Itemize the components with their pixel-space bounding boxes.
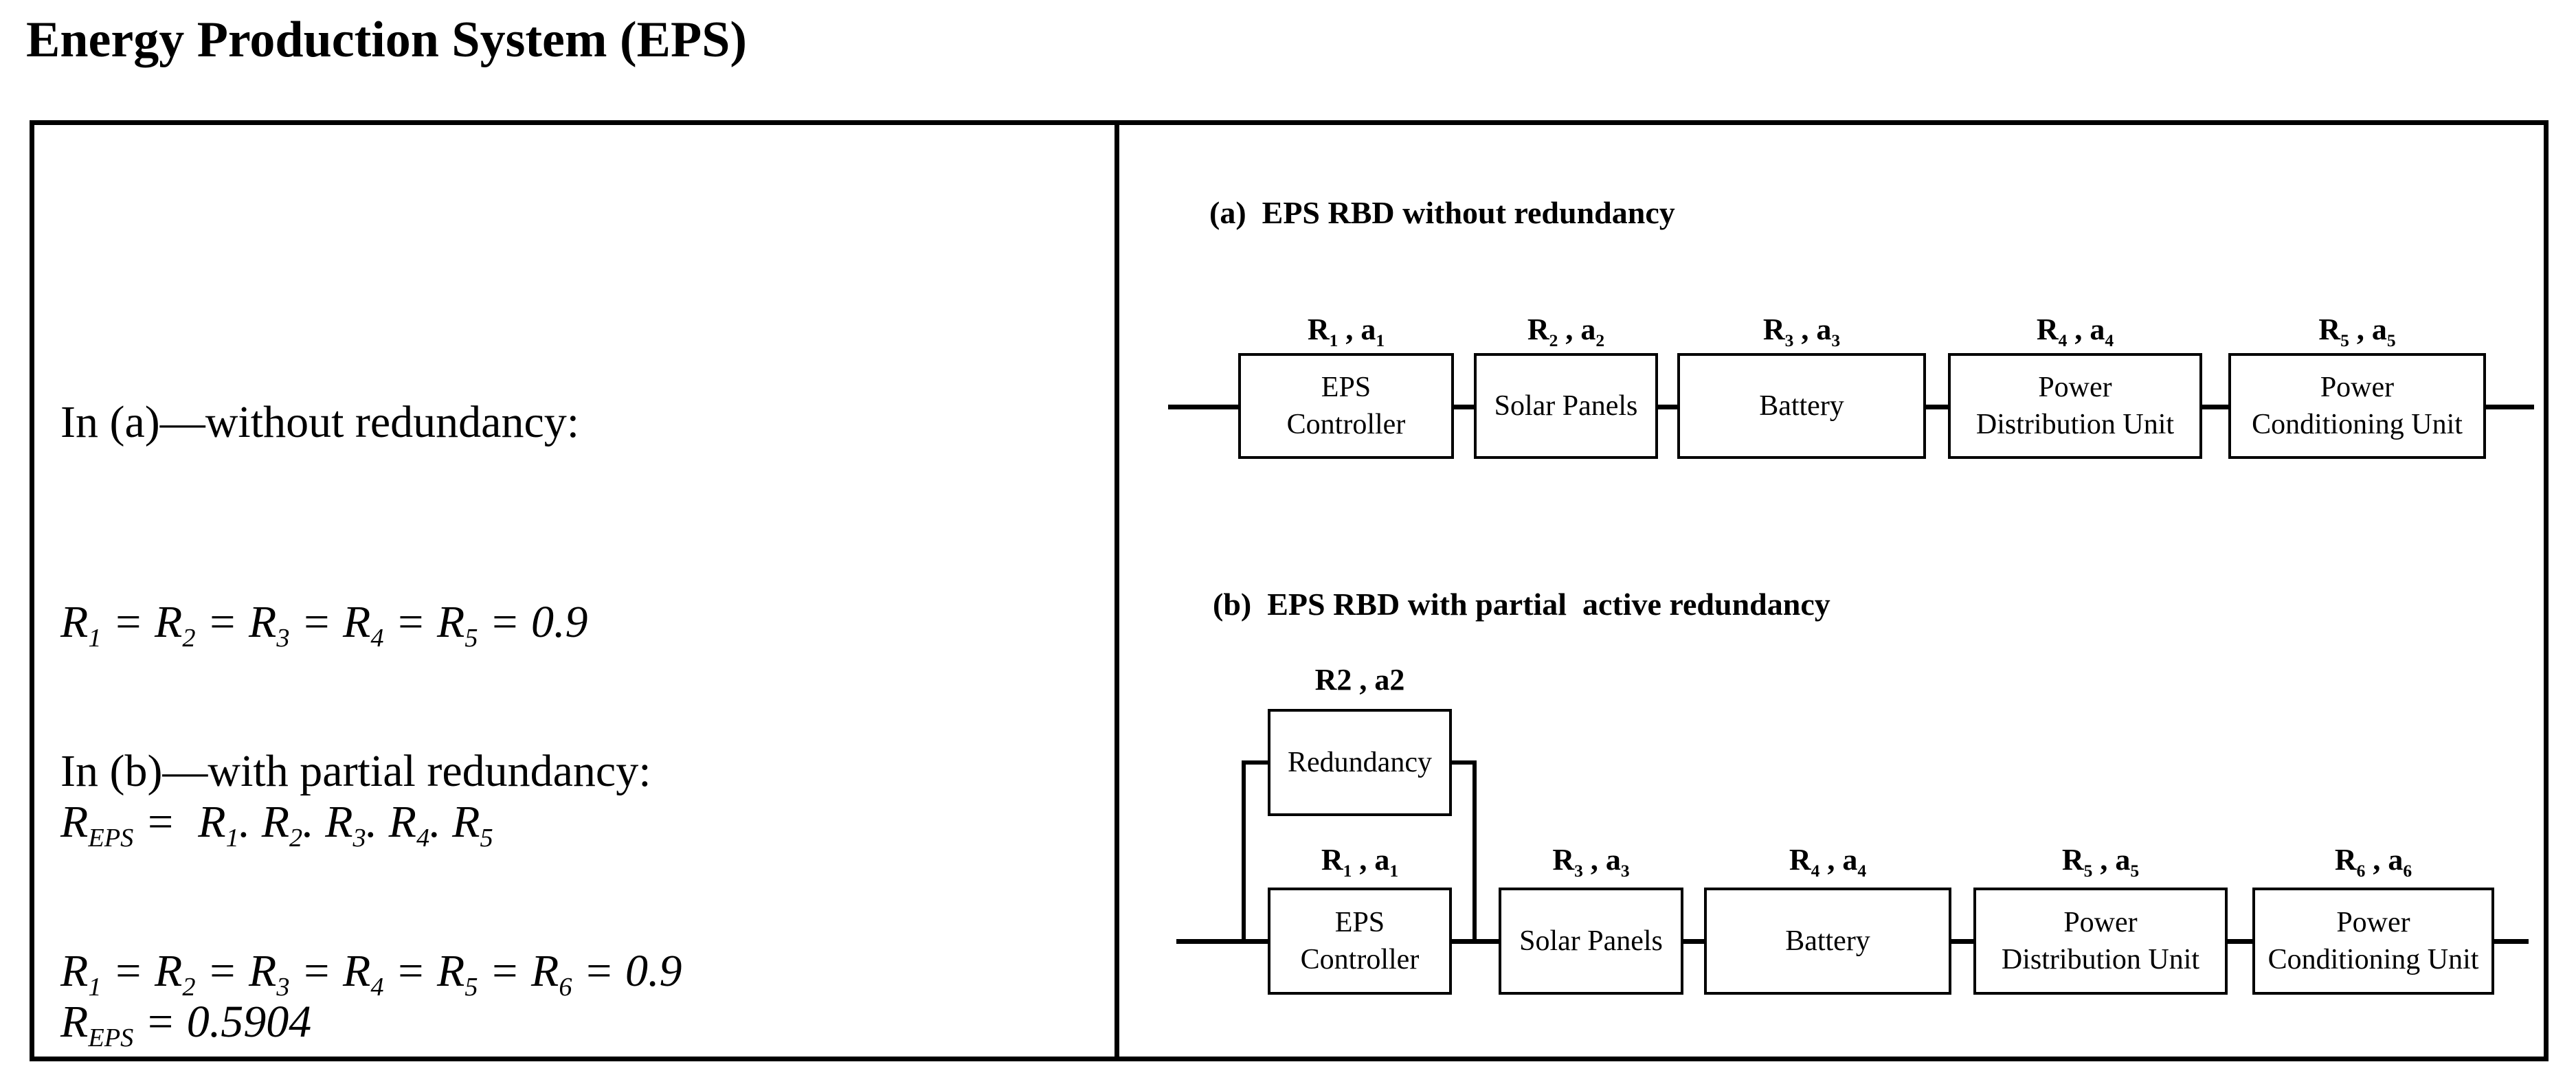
rbd-b-block-redundancy-text: Redundancy bbox=[1288, 747, 1432, 778]
rbd-a-block-solar-panels-text: Solar Panels bbox=[1494, 390, 1638, 422]
rbd-b-branch-stub-right bbox=[1450, 760, 1477, 765]
rbd-a-block-power-conditioning-unit-text: Power Conditioning Unit bbox=[2252, 372, 2463, 440]
rbd-a-block-battery-text: Battery bbox=[1759, 390, 1844, 422]
panel-divider bbox=[1115, 120, 1119, 1061]
rbd-b-block-power-conditioning-unit: Power Conditioning Unit bbox=[2252, 888, 2494, 995]
case-b-intro: In (b)—with partial redundancy: bbox=[60, 746, 651, 796]
rbd-b-block-power-distribution-unit-text: Power Distribution Unit bbox=[2001, 907, 2200, 975]
rbd-a-label-4: R4 , a4 bbox=[2036, 313, 2114, 350]
figure-title: Energy Production System (EPS) bbox=[26, 12, 748, 68]
case-a-eq1: R1 = R2 = R3 = R4 = R5 = 0.9 bbox=[60, 597, 588, 653]
rbd-b-block-eps-controller: EPS Controller bbox=[1268, 888, 1452, 995]
rbd-a-block-battery: Battery bbox=[1677, 353, 1926, 459]
rbd-b-block-redundancy: Redundancy bbox=[1268, 709, 1452, 816]
rbd-b-branch-line-left bbox=[1242, 760, 1246, 943]
rbd-a-block-power-conditioning-unit: Power Conditioning Unit bbox=[2228, 353, 2486, 459]
rbd-a-block-eps-controller: EPS Controller bbox=[1238, 353, 1454, 459]
figure-frame bbox=[30, 120, 2549, 1061]
rbd-a-block-eps-controller-text: EPS Controller bbox=[1286, 372, 1406, 440]
rbd-b-label-1: R1 , a1 bbox=[1321, 843, 1399, 881]
rbd-b-block-solar-panels: Solar Panels bbox=[1499, 888, 1683, 995]
rbd-a-heading: (a) EPS RBD without redundancy bbox=[1209, 195, 1675, 230]
rbd-b-label-5: R6 , a6 bbox=[2334, 843, 2412, 881]
case-a-text: In (a)—without redundancy: R1 = R2 = R3 … bbox=[60, 256, 588, 1084]
rbd-a-label-5: R5 , a5 bbox=[2318, 313, 2396, 350]
rbd-b-label-redundancy: R2 , a2 bbox=[1314, 663, 1405, 697]
rbd-b-branch-stub-left bbox=[1242, 760, 1270, 765]
rbd-b-block-solar-panels-text: Solar Panels bbox=[1519, 925, 1663, 957]
rbd-b-block-battery-text: Battery bbox=[1785, 925, 1870, 957]
rbd-a-block-solar-panels: Solar Panels bbox=[1474, 353, 1658, 459]
rbd-a-block-power-distribution-unit-text: Power Distribution Unit bbox=[1975, 372, 2175, 440]
rbd-b-label-3: R4 , a4 bbox=[1789, 843, 1867, 881]
rbd-b-block-battery: Battery bbox=[1704, 888, 1951, 995]
rbd-b-block-power-distribution-unit: Power Distribution Unit bbox=[1973, 888, 2228, 995]
rbd-b-block-eps-controller-text: EPS Controller bbox=[1300, 907, 1420, 975]
rbd-a-label-3: R3 , a3 bbox=[1762, 313, 1841, 350]
rbd-b-label-2: R3 , a3 bbox=[1552, 843, 1630, 881]
rbd-b-block-power-conditioning-unit-text: Power Conditioning Unit bbox=[2267, 907, 2479, 975]
rbd-a-block-power-distribution-unit: Power Distribution Unit bbox=[1948, 353, 2202, 459]
case-a-intro: In (a)—without redundancy: bbox=[60, 397, 580, 447]
case-b-text: In (b)—with partial redundancy: R1 = R2 … bbox=[60, 605, 858, 1084]
case-a-eq3: REPS = 0.5904 bbox=[60, 997, 312, 1053]
rbd-a-label-2: R2 , a2 bbox=[1527, 313, 1605, 350]
case-b-eq1: R1 = R2 = R3 = R4 = R5 = R6 = 0.9 bbox=[60, 946, 682, 1002]
case-a-eq2: REPS = R1. R2. R3. R4. R5 bbox=[60, 797, 493, 853]
rbd-a-label-1: R1 , a1 bbox=[1307, 313, 1385, 350]
rbd-b-heading: (b) EPS RBD with partial active redundan… bbox=[1213, 587, 1830, 622]
rbd-b-branch-line-right bbox=[1472, 760, 1477, 943]
rbd-b-label-4: R5 , a5 bbox=[2061, 843, 2140, 881]
